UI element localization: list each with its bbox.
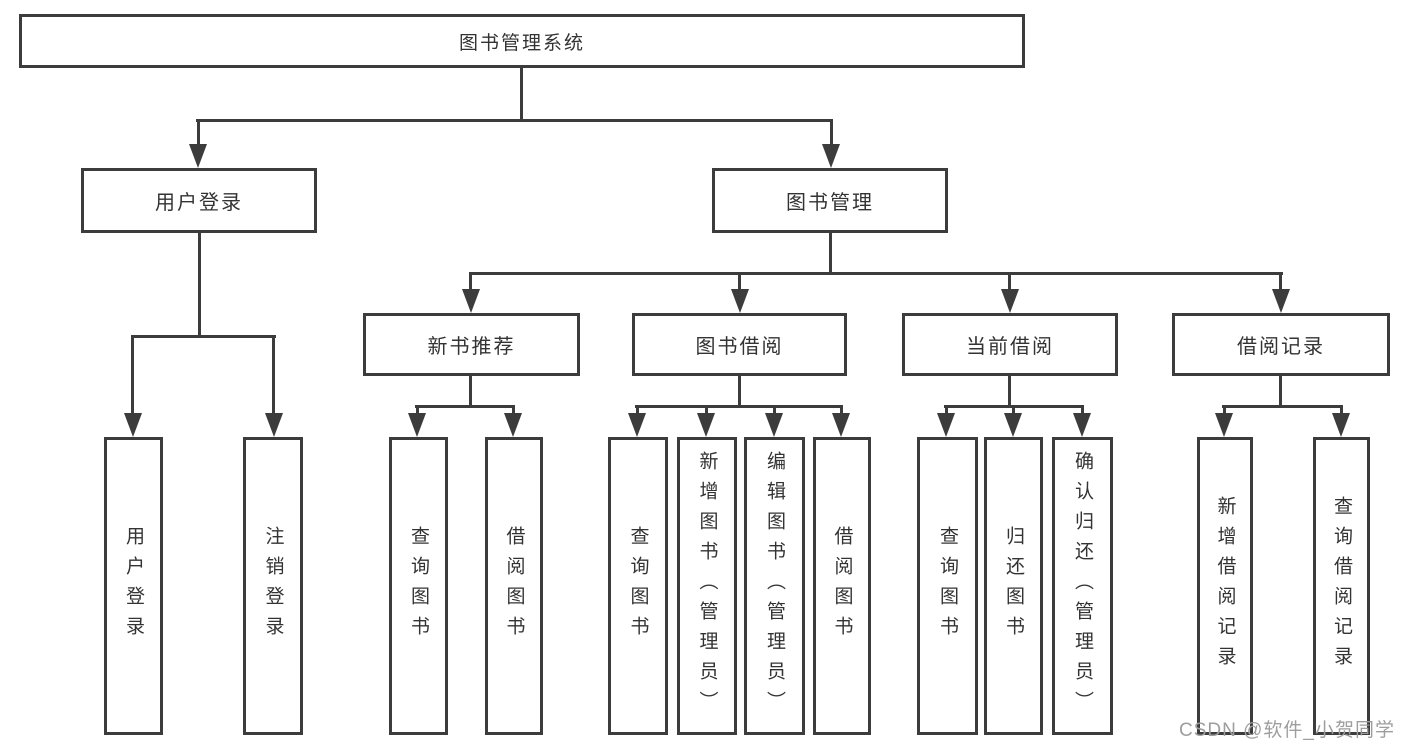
- node-logout-label: 注销登录: [262, 526, 284, 646]
- node-cb-confirm-return-admin-label: 确认归还（管理员）: [1072, 451, 1093, 721]
- node-bb-edit-book-admin-label: 编辑图书（管理员）: [764, 451, 785, 721]
- node-cb-query-books-label: 查询图书: [937, 526, 958, 646]
- arrowhead-icon: [408, 413, 426, 437]
- node-cb-query-books: 查询图书: [917, 437, 978, 735]
- node-bb-add-book-admin-label: 新增图书（管理员）: [696, 451, 718, 721]
- node-bb-borrow-books-label: 借阅图书: [831, 526, 853, 646]
- node-user-login-label: 用户登录: [155, 192, 243, 214]
- arrowhead-icon: [1073, 413, 1091, 437]
- node-cb-return-book: 归还图书: [984, 437, 1043, 735]
- node-borrow-records-label: 借阅记录: [1237, 336, 1325, 358]
- arrowhead-icon: [1001, 289, 1019, 313]
- connector-line: [512, 408, 515, 415]
- arrowhead-icon: [822, 144, 840, 168]
- node-cb-return-book-label: 归还图书: [1003, 526, 1024, 646]
- node-book-mgmt: 图书管理: [712, 168, 948, 233]
- arrowhead-icon: [1004, 413, 1022, 437]
- connector-line: [1012, 408, 1015, 415]
- connector-line: [738, 376, 741, 407]
- arrowhead-icon: [504, 413, 522, 437]
- arrowhead-icon: [628, 413, 646, 437]
- connector-line: [197, 120, 200, 146]
- arrowhead-icon: [697, 413, 715, 437]
- node-rec-borrow-books-label: 借阅图书: [503, 526, 525, 646]
- connector-line: [1279, 376, 1282, 407]
- connector-line: [416, 408, 419, 415]
- arrowhead-icon: [265, 413, 283, 437]
- connector-line: [635, 405, 843, 408]
- node-logout: 注销登录: [243, 437, 303, 735]
- node-br-add-record-label: 新增借阅记录: [1214, 496, 1236, 676]
- connector-line: [636, 408, 639, 415]
- arrowhead-icon: [1272, 289, 1290, 313]
- connector-line: [469, 272, 1283, 275]
- node-bb-borrow-books: 借阅图书: [813, 437, 871, 735]
- arrowhead-icon: [937, 413, 955, 437]
- connector-line: [1223, 408, 1226, 415]
- node-login: 用户登录: [104, 437, 163, 735]
- node-bb-edit-book-admin: 编辑图书（管理员）: [744, 437, 805, 735]
- node-book-borrow-label: 图书借阅: [695, 336, 784, 358]
- node-br-add-record: 新增借阅记录: [1197, 437, 1253, 735]
- connector-line: [469, 274, 472, 290]
- arrowhead-icon: [1332, 413, 1350, 437]
- connector-line: [945, 408, 948, 415]
- watermark: CSDN @软件_小贺同学: [1179, 720, 1395, 741]
- node-br-query-record-label: 查询借阅记录: [1331, 496, 1352, 676]
- node-rec-borrow-books: 借阅图书: [485, 437, 543, 735]
- node-rec-query-books-label: 查询图书: [408, 526, 429, 646]
- arrowhead-icon: [1215, 413, 1233, 437]
- arrowhead-icon: [189, 144, 207, 168]
- node-current-borrow: 当前借阅: [902, 313, 1118, 376]
- connector-line: [829, 233, 832, 274]
- connector-line: [131, 337, 134, 414]
- node-bb-add-book-admin: 新增图书（管理员）: [677, 437, 737, 735]
- node-br-query-record: 查询借阅记录: [1313, 437, 1370, 735]
- connector-line: [196, 119, 833, 122]
- connector-line: [1340, 408, 1343, 415]
- connector-line: [830, 120, 833, 146]
- node-bb-query-books: 查询图书: [608, 437, 668, 735]
- connector-line: [1081, 408, 1084, 415]
- connector-line: [840, 408, 843, 415]
- node-bb-query-books-label: 查询图书: [627, 526, 649, 646]
- connector-line: [415, 405, 515, 408]
- node-book-mgmt-label: 图书管理: [786, 192, 874, 214]
- node-borrow-records: 借阅记录: [1172, 313, 1390, 376]
- node-login-label: 用户登录: [123, 526, 144, 646]
- connector-line: [1279, 274, 1282, 290]
- node-new-book-rec-label: 新书推荐: [427, 336, 516, 358]
- connector-line: [705, 408, 708, 415]
- connector-line: [520, 67, 523, 120]
- arrowhead-icon: [832, 413, 850, 437]
- node-book-borrow: 图书借阅: [632, 313, 847, 376]
- node-rec-query-books: 查询图书: [389, 437, 448, 735]
- connector-line: [1008, 376, 1011, 407]
- node-root-label: 图书管理系统: [458, 32, 585, 54]
- connector-line: [1222, 405, 1343, 408]
- node-root: 图书管理系统: [19, 14, 1025, 68]
- connector-line: [469, 376, 472, 407]
- arrowhead-icon: [731, 289, 749, 313]
- node-user-login: 用户登录: [81, 168, 317, 233]
- arrowhead-icon: [765, 413, 783, 437]
- node-new-book-rec: 新书推荐: [363, 313, 580, 376]
- arrowhead-icon: [124, 413, 142, 437]
- connector-line: [773, 408, 776, 415]
- connector-line: [1008, 274, 1011, 290]
- connector-line: [272, 337, 275, 414]
- connector-line: [131, 335, 276, 338]
- connector-line: [944, 405, 1084, 408]
- arrowhead-icon: [462, 289, 480, 313]
- node-cb-confirm-return-admin: 确认归还（管理员）: [1052, 437, 1113, 735]
- connector-line: [738, 274, 741, 290]
- node-current-borrow-label: 当前借阅: [966, 336, 1054, 358]
- connector-line: [198, 233, 201, 337]
